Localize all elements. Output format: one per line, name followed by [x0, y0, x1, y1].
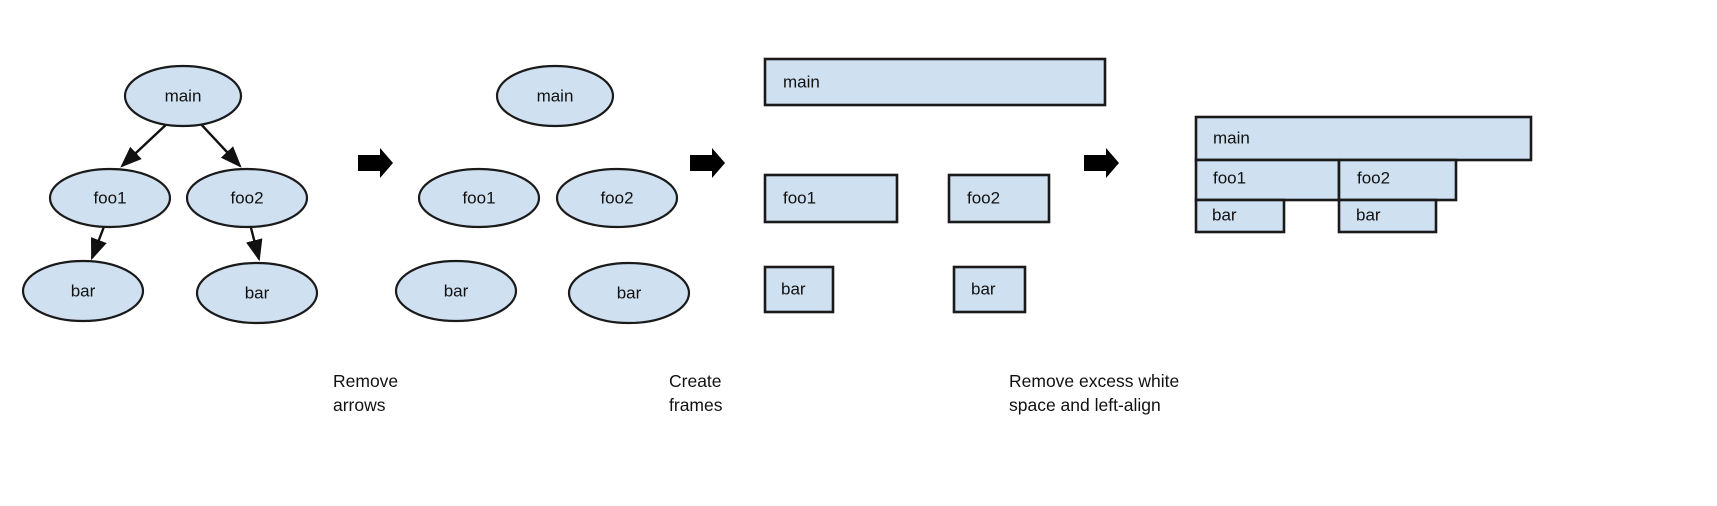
- node-label: main: [165, 86, 202, 105]
- node-label: foo2: [600, 188, 633, 207]
- node-label: main: [1213, 128, 1250, 147]
- frame-bar1[interactable]: bar: [763, 265, 835, 314]
- flame-bar2[interactable]: bar: [1337, 198, 1438, 234]
- node-foo1[interactable]: foo1: [417, 167, 541, 229]
- frame-foo2[interactable]: foo2: [947, 173, 1051, 224]
- node-bar2[interactable]: bar: [195, 261, 319, 325]
- node-label: foo2: [967, 188, 1000, 207]
- node-label: bar: [444, 281, 469, 300]
- frame-main[interactable]: main: [763, 57, 1107, 107]
- step-arrow-1: [358, 148, 393, 178]
- edge-main-foo2: [197, 120, 242, 168]
- flame-foo2[interactable]: foo2: [1337, 158, 1458, 202]
- node-label: foo2: [230, 188, 263, 207]
- caption-create-frames: Create frames: [669, 371, 723, 415]
- frame-foo1[interactable]: foo1: [763, 173, 899, 224]
- caption-line-2: space and left-align: [1009, 395, 1161, 415]
- node-label: main: [783, 72, 820, 91]
- flame-foo1[interactable]: foo1: [1194, 158, 1341, 202]
- node-main[interactable]: main: [123, 64, 243, 128]
- panel-call-tree: main foo1 foo2 bar bar: [21, 64, 319, 325]
- node-label: foo1: [462, 188, 495, 207]
- node-label: bar: [781, 279, 806, 298]
- flame-bar1[interactable]: bar: [1194, 198, 1286, 234]
- right-arrow-icon: [1084, 148, 1119, 178]
- node-bar2[interactable]: bar: [567, 261, 691, 325]
- caption-line-1: Create: [669, 371, 722, 391]
- step-arrow-3: [1084, 148, 1119, 178]
- edge-main-foo1: [120, 120, 171, 168]
- node-foo2[interactable]: foo2: [185, 167, 309, 229]
- panel-flamegraph: main foo1 foo2 bar bar: [1194, 115, 1533, 234]
- caption-line-2: arrows: [333, 395, 386, 415]
- right-arrow-icon: [690, 148, 725, 178]
- flame-main[interactable]: main: [1194, 115, 1533, 162]
- node-foo1[interactable]: foo1: [48, 167, 172, 229]
- node-label: bar: [245, 283, 270, 302]
- node-label: foo1: [93, 188, 126, 207]
- caption-remove-arrows: Remove arrows: [333, 371, 398, 415]
- node-label: foo2: [1357, 168, 1390, 187]
- node-bar1[interactable]: bar: [394, 259, 518, 323]
- node-label: foo1: [783, 188, 816, 207]
- node-main[interactable]: main: [495, 64, 615, 128]
- frame-bar2[interactable]: bar: [952, 265, 1027, 314]
- right-arrow-icon: [358, 148, 393, 178]
- panel-frames: main foo1 foo2 bar bar: [763, 57, 1107, 314]
- caption-line-1: Remove excess white: [1009, 371, 1179, 391]
- edge-foo2-bar2: [246, 223, 263, 262]
- node-label: bar: [971, 279, 996, 298]
- edge-foo1-bar1: [90, 223, 107, 261]
- node-label: main: [537, 86, 574, 105]
- node-label: bar: [1212, 205, 1237, 224]
- caption-line-1: Remove: [333, 371, 398, 391]
- caption-line-2: frames: [669, 395, 723, 415]
- caption-remove-whitespace: Remove excess white space and left-align: [1009, 371, 1179, 415]
- panel-no-arrows: main foo1 foo2 bar bar: [394, 64, 691, 325]
- step-arrow-2: [690, 148, 725, 178]
- node-label: foo1: [1213, 168, 1246, 187]
- node-bar1[interactable]: bar: [21, 259, 145, 323]
- node-label: bar: [71, 281, 96, 300]
- node-label: bar: [617, 283, 642, 302]
- node-foo2[interactable]: foo2: [555, 167, 679, 229]
- node-label: bar: [1356, 205, 1381, 224]
